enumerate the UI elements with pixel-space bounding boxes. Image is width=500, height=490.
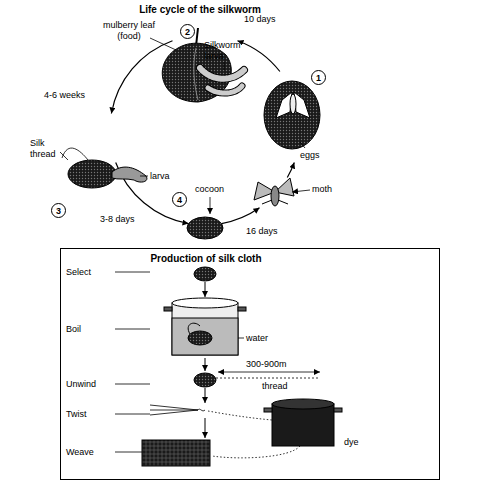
duration-label: 4-6 weeks	[44, 90, 85, 101]
cycle-arrows	[111, 41, 294, 224]
callout-number: 2	[185, 27, 190, 37]
unwind-thread-part	[218, 372, 320, 373]
moth-part	[262, 200, 288, 204]
leader-lines-part	[210, 197, 211, 214]
leader-lines-part	[292, 190, 310, 192]
boiling-pot-part	[164, 307, 172, 311]
dye-pot	[212, 399, 342, 458]
boiling-pot-part	[188, 323, 200, 334]
part-label: moth	[312, 184, 332, 195]
mulberry-leaf-larva-part	[194, 48, 198, 100]
dye-pot-part	[264, 408, 272, 412]
stage-number: 4	[172, 192, 187, 207]
larva-spinning	[62, 148, 147, 188]
dye-pot-part	[272, 399, 334, 409]
twisted-thread	[150, 405, 272, 420]
process-arrows-part	[205, 388, 206, 403]
leader-lines	[60, 38, 310, 214]
process-arrows-part	[205, 282, 206, 297]
eggs-on-leaf-part	[290, 94, 296, 114]
twisted-thread-part	[150, 405, 198, 410]
dye-pot-part	[334, 408, 342, 412]
select-cocoon-part	[194, 267, 216, 281]
leader-lines-part	[150, 38, 176, 50]
duration-label: 3-8 days	[100, 214, 135, 225]
boiling-pot	[164, 298, 246, 355]
boiling-pot-part	[238, 338, 244, 339]
part-label: larva	[150, 171, 170, 182]
woven-cloth-part	[142, 440, 210, 466]
stage-number: 3	[51, 203, 66, 218]
step-leaders-part	[115, 414, 150, 415]
step-label: Weave	[66, 447, 94, 458]
step-label: Boil	[66, 324, 81, 335]
step-leaders-part	[115, 384, 150, 385]
duration-label: 10 days	[244, 14, 276, 25]
step-label: Unwind	[66, 379, 96, 390]
unwind-thread	[194, 372, 320, 387]
duration-label: 16 days	[246, 226, 278, 237]
callout-number: 1	[316, 73, 321, 83]
part-label: dye	[344, 437, 359, 448]
leader-lines-part	[224, 62, 225, 70]
step-leaders	[115, 272, 150, 452]
boiling-pot-part	[238, 307, 246, 311]
process-arrows-part	[205, 418, 206, 438]
select-cocoon	[194, 267, 216, 281]
process-arrows-part	[205, 358, 206, 371]
cocoon-part	[187, 217, 223, 239]
step-leaders-part	[115, 329, 150, 330]
step-label: Twist	[66, 409, 87, 420]
cycle-arrows-part	[222, 208, 260, 224]
leader-lines-part	[140, 176, 148, 177]
eggs-on-leaf	[264, 81, 320, 149]
part-label: cocoon	[195, 184, 224, 195]
boiling-pot-part	[172, 303, 238, 355]
callout-number: 4	[177, 195, 182, 205]
boiling-pot-part	[172, 298, 238, 308]
unwind-thread-part	[194, 373, 216, 387]
unwind-thread-part	[216, 378, 320, 379]
mulberry-leaf-larva	[162, 28, 244, 102]
part-label: Silkworm larva	[204, 40, 248, 62]
part-label: eggs	[300, 150, 320, 161]
stage-number: 2	[180, 24, 195, 39]
moth	[254, 178, 294, 206]
woven-cloth	[142, 440, 210, 466]
part-label: Silk thread	[30, 138, 70, 160]
cocoon	[187, 217, 223, 239]
callout-number: 3	[56, 206, 61, 216]
step-leaders-part	[115, 272, 150, 273]
eggs-on-leaf-part	[264, 81, 320, 149]
stage-number: 1	[311, 70, 326, 85]
mulberry-leaf-larva-part	[200, 68, 244, 79]
twisted-thread-part	[150, 410, 198, 415]
mulberry-leaf-larva-part	[208, 86, 242, 93]
larva-spinning-part	[68, 160, 116, 188]
dye-pot-part	[272, 404, 334, 446]
moth-part	[271, 186, 279, 206]
part-label: mulberry leaf (food)	[100, 20, 158, 42]
dye-pot-part	[212, 446, 300, 458]
leader-lines-part	[300, 142, 305, 148]
twisted-thread-part	[208, 411, 272, 420]
larva-spinning-part	[112, 167, 147, 182]
leader-lines-part	[60, 152, 68, 160]
part-label: thread	[262, 381, 288, 392]
mulberry-leaf-larva-part	[208, 86, 242, 93]
panel-heading: Production of silk cloth	[86, 253, 326, 265]
twisted-thread-part	[198, 409, 205, 411]
mulberry-leaf-larva-part	[200, 68, 244, 79]
boiling-pot-part	[172, 318, 238, 355]
cycle-arrows-part	[287, 163, 294, 178]
boiling-pot-part	[188, 331, 212, 345]
dimension-label: 300-900m	[246, 359, 287, 370]
part-label: water	[246, 333, 268, 344]
step-label: Select	[66, 267, 91, 278]
